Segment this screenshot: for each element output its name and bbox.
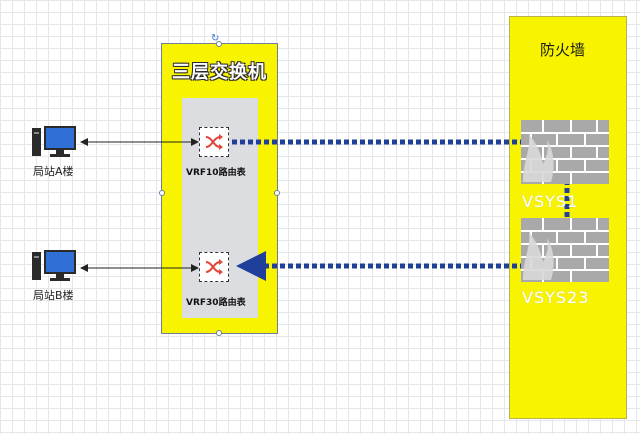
router-icon	[205, 259, 223, 275]
firewall-container[interactable]	[509, 16, 627, 419]
desktop-computer-icon[interactable]	[32, 250, 78, 284]
desktop-computer-icon[interactable]	[32, 126, 78, 160]
resize-handle-top[interactable]	[216, 41, 222, 47]
switch-title: 三层交换机	[172, 62, 267, 83]
vrf30-router[interactable]	[199, 252, 229, 282]
resize-handle-left[interactable]	[159, 190, 165, 196]
host-a-label: 局站A楼	[33, 165, 74, 178]
resize-handle-right[interactable]	[274, 190, 280, 196]
vrf10-label: VRF10路由表	[186, 168, 246, 178]
vsys1-label: VSYS1	[522, 192, 579, 211]
brick-wall-icon[interactable]	[521, 120, 609, 184]
resize-handle-bottom[interactable]	[216, 330, 222, 336]
firewall-title: 防火墙	[540, 41, 586, 59]
rotate-handle-icon[interactable]: ↻	[211, 33, 220, 44]
vrf30-label: VRF30路由表	[186, 298, 246, 308]
vsys23-label: VSYS23	[522, 288, 590, 307]
router-icon	[205, 134, 223, 150]
vrf10-router[interactable]	[199, 127, 229, 157]
host-b-label: 局站B楼	[33, 289, 74, 302]
brick-wall-icon[interactable]	[521, 218, 609, 282]
